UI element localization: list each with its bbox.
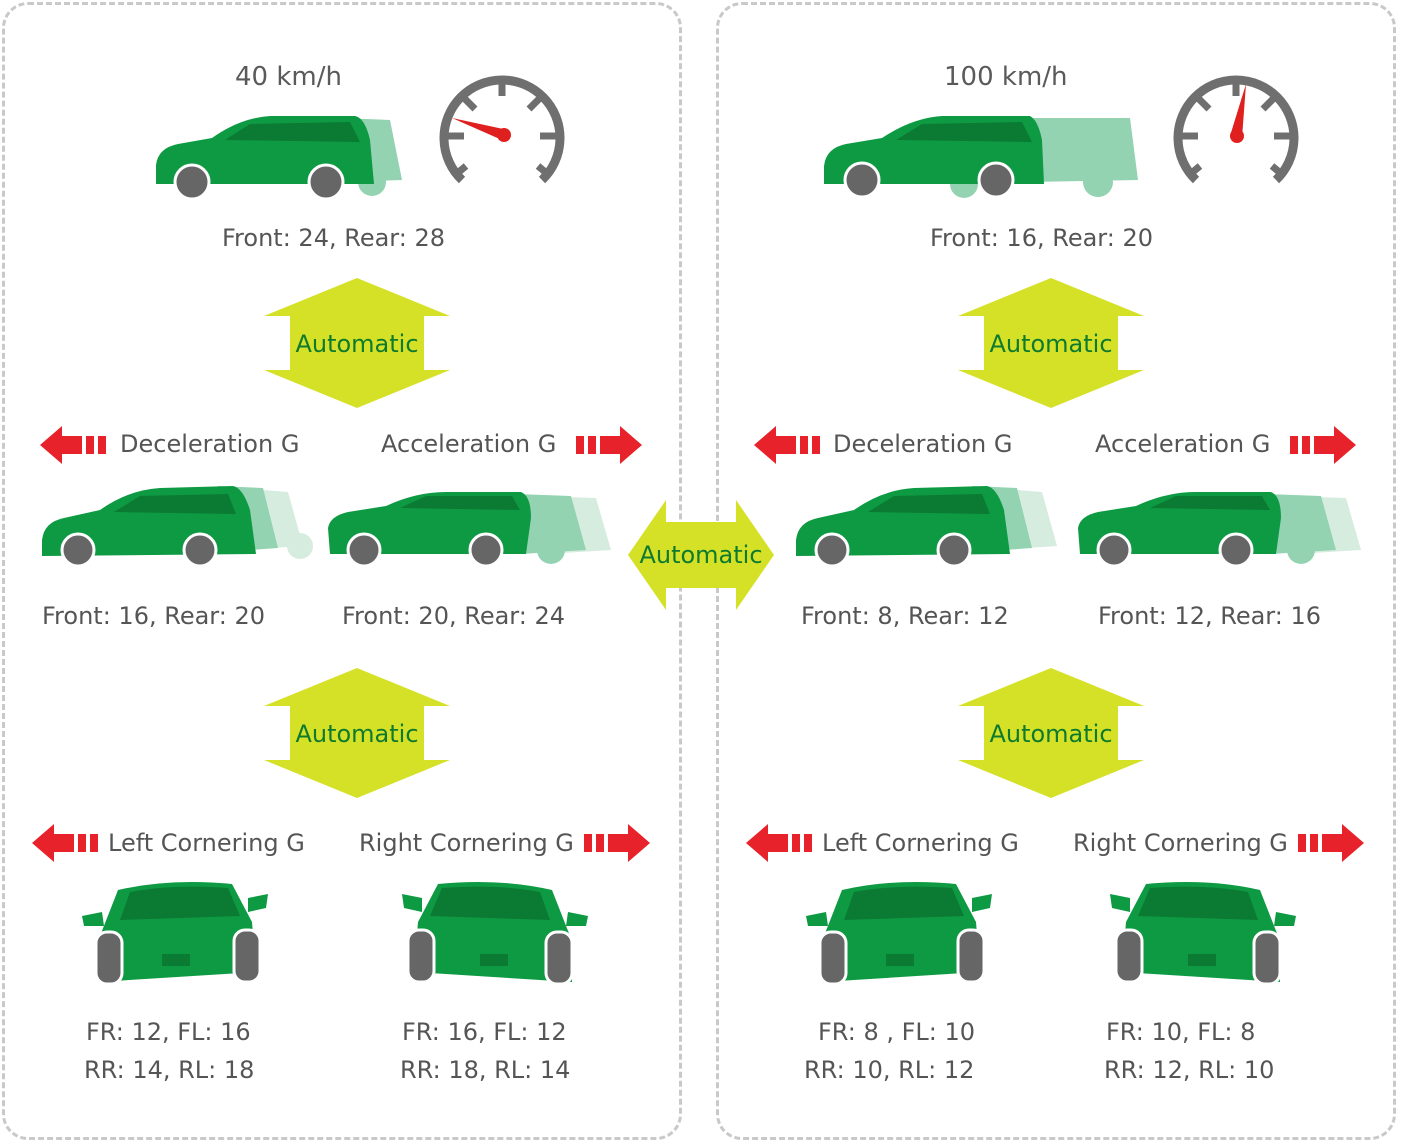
right-corner-rear-values: RR: 12, RL: 10 [1104,1056,1275,1084]
car-side-icon [156,116,402,201]
speed-label: 100 km/h [944,62,1068,92]
deceleration-label: Deceleration G [120,430,300,458]
decel-car-icon [796,486,1057,568]
acceleration-label: Acceleration G [381,430,557,458]
right-corner-front-values: FR: 10, FL: 8 [1106,1018,1256,1046]
automatic-label: Automatic [639,541,763,569]
red-left-arrow-icon [746,824,812,862]
left-corner-rear-values: RR: 10, RL: 12 [804,1056,975,1084]
left-corner-rear-values: RR: 14, RL: 18 [84,1056,255,1084]
decel-ratio-text: Front: 16, Rear: 20 [42,602,265,630]
speedometer-icon [439,75,565,184]
car-front-icon [402,882,588,986]
right-cornering-label: Right Cornering G [359,829,574,857]
left-corner-front-values: FR: 8 , FL: 10 [818,1018,976,1046]
red-right-arrow-icon [576,426,642,464]
red-right-arrow-icon [1298,824,1364,862]
automatic-label: Automatic [295,330,419,358]
red-right-arrow-icon [1290,426,1356,464]
car-side-icon [824,116,1138,199]
base-ratio-text: Front: 16, Rear: 20 [930,224,1153,252]
automatic-label: Automatic [989,330,1113,358]
right-cornering-label: Right Cornering G [1073,829,1288,857]
car-front-icon [82,882,268,986]
accel-ratio-text: Front: 12, Rear: 16 [1098,602,1321,630]
left-cornering-label: Left Cornering G [108,829,305,857]
base-ratio-text: Front: 24, Rear: 28 [222,224,445,252]
car-front-icon [806,882,992,986]
right-corner-front-values: FR: 16, FL: 12 [402,1018,567,1046]
speedometer-icon [1173,75,1299,184]
accel-car-icon [328,492,611,568]
accel-car-icon [1078,492,1361,568]
right-corner-rear-values: RR: 18, RL: 14 [400,1056,571,1084]
automatic-vertical-arrow: Automatic [958,278,1144,408]
automatic-horizontal-arrow: Automatic [628,500,774,610]
automatic-label: Automatic [295,720,419,748]
automatic-vertical-arrow: Automatic [264,278,450,408]
red-left-arrow-icon [32,824,98,862]
left-corner-front-values: FR: 12, FL: 16 [86,1018,251,1046]
automatic-vertical-arrow: Automatic [958,668,1144,798]
red-left-arrow-icon [40,426,106,464]
automatic-vertical-arrow: Automatic [264,668,450,798]
decel-ratio-text: Front: 8, Rear: 12 [801,602,1009,630]
red-left-arrow-icon [754,426,820,464]
decel-car-icon [42,486,313,568]
left-cornering-label: Left Cornering G [822,829,1019,857]
deceleration-label: Deceleration G [833,430,1013,458]
red-right-arrow-icon [584,824,650,862]
speed-label: 40 km/h [235,62,342,92]
acceleration-label: Acceleration G [1095,430,1271,458]
car-front-icon [1110,882,1296,986]
automatic-label: Automatic [989,720,1113,748]
accel-ratio-text: Front: 20, Rear: 24 [342,602,565,630]
